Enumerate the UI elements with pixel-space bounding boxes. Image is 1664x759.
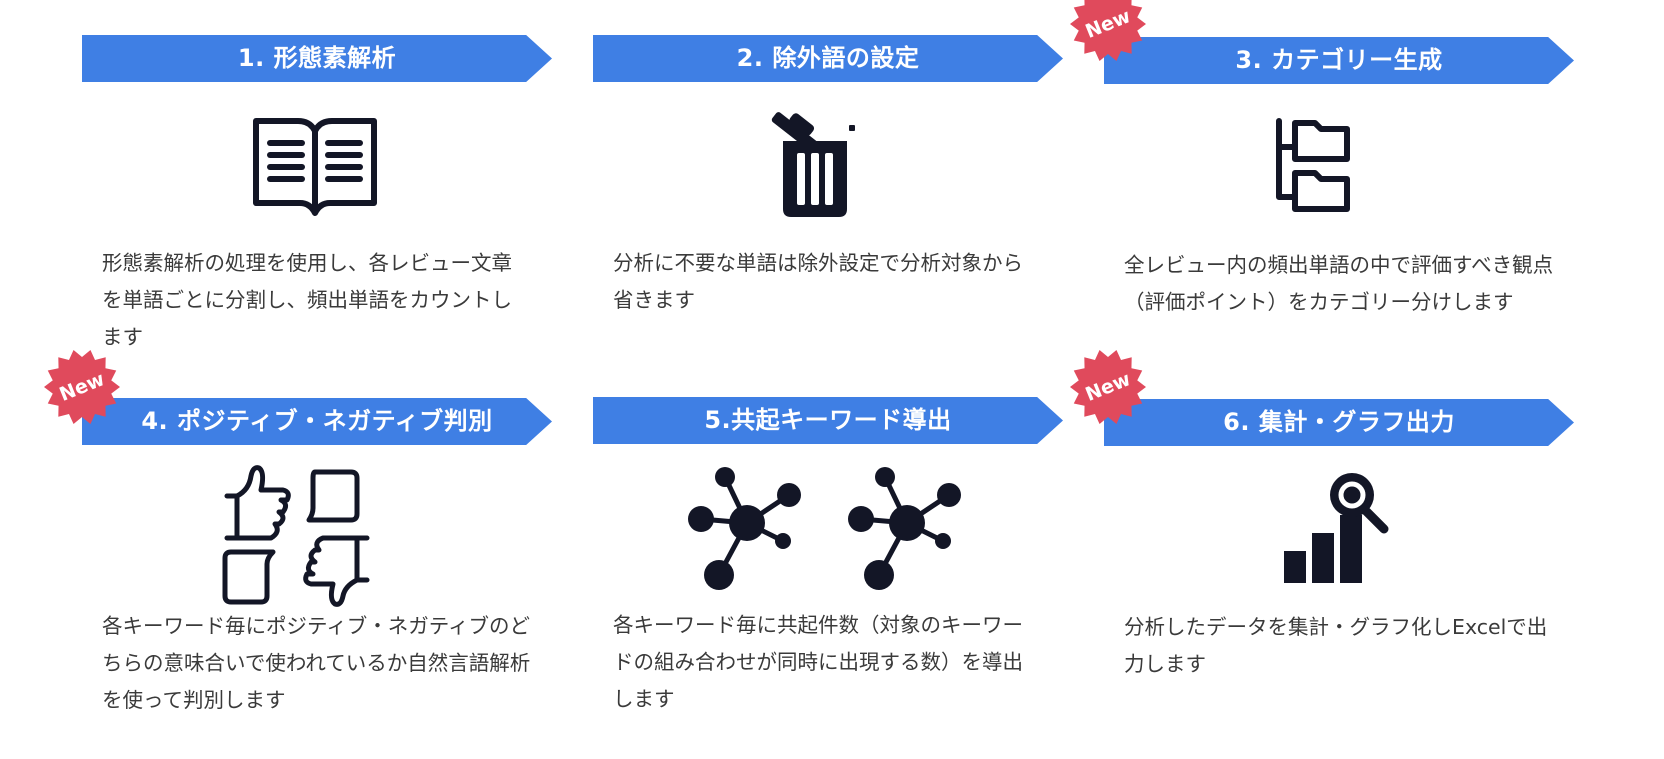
starburst-icon [1070, 0, 1146, 62]
step-description: 各キーワード毎にポジティブ・ネガティブのどちらの意味合いで使われているか自然言語… [102, 614, 531, 712]
starburst-icon [44, 349, 120, 425]
step-title: 3. カテゴリー生成 [1235, 46, 1443, 74]
step-banner [82, 398, 552, 445]
step-card-6: 6. 集計・グラフ出力 分析したデータを集計・グラフ化しExcelで出力します [1104, 399, 1584, 759]
chart-search-icon [1284, 473, 1389, 583]
trash-icon [771, 112, 855, 217]
network-nodes-icon [688, 467, 961, 590]
step-card-3: 3. カテゴリー生成 全レビュー内の頻出単語の中で評価すべき観点（評価ポイント）… [1104, 37, 1584, 397]
step-card-1: 1. 形態素解析 形態素解析の処理を使用し、各レビュー文章を単語ごとに分割し、頻… [82, 35, 562, 395]
step-title: 4. ポジティブ・ネガティブ判別 [141, 407, 493, 435]
step-title: 5.共起キーワード導出 [704, 406, 952, 434]
step-title: 2. 除外語の設定 [736, 44, 920, 72]
step-title: 6. 集計・グラフ出力 [1223, 408, 1455, 436]
open-book-icon [253, 118, 377, 216]
step-card-4: 4. ポジティブ・ネガティブ判別 各キーワード毎にポジティブ・ネガティブのどちら… [82, 398, 562, 758]
step-description: 各キーワード毎に共起件数（対象のキーワードの組み合わせが同時に出現する数）を導出… [613, 613, 1023, 711]
step-description: 全レビュー内の頻出単語の中で評価すべき観点（評価ポイント）をカテゴリー分けします [1124, 253, 1554, 314]
folder-tree-icon [1276, 118, 1350, 212]
step-banner [1104, 37, 1574, 84]
new-badge-step-3: New [1066, 0, 1150, 66]
step-card-2: 2. 除外語の設定 分析に不要な単語は除外設定で分析対象から省きます [593, 35, 1073, 395]
step-banner [1104, 399, 1574, 446]
thumbs-up-down-icon [222, 465, 370, 607]
step-banner [82, 35, 552, 82]
step-title: 1. 形態素解析 [237, 44, 397, 72]
step-description: 分析に不要な単語は除外設定で分析対象から省きます [613, 251, 1023, 312]
starburst-icon [1070, 349, 1146, 425]
new-badge-step-4: New [40, 345, 124, 429]
new-badge-step-6: New [1066, 345, 1150, 429]
step-card-5: 5.共起キーワード導出 各キーワード毎に共起件数（対象のキーワードの組み合わせが… [593, 397, 1073, 757]
step-description: 形態素解析の処理を使用し、各レビュー文章を単語ごとに分割し、頻出単語をカウントし… [102, 251, 512, 349]
step-banner [593, 35, 1063, 82]
step-description: 分析したデータを集計・グラフ化しExcelで出力します [1124, 615, 1548, 676]
step-banner [593, 397, 1063, 444]
